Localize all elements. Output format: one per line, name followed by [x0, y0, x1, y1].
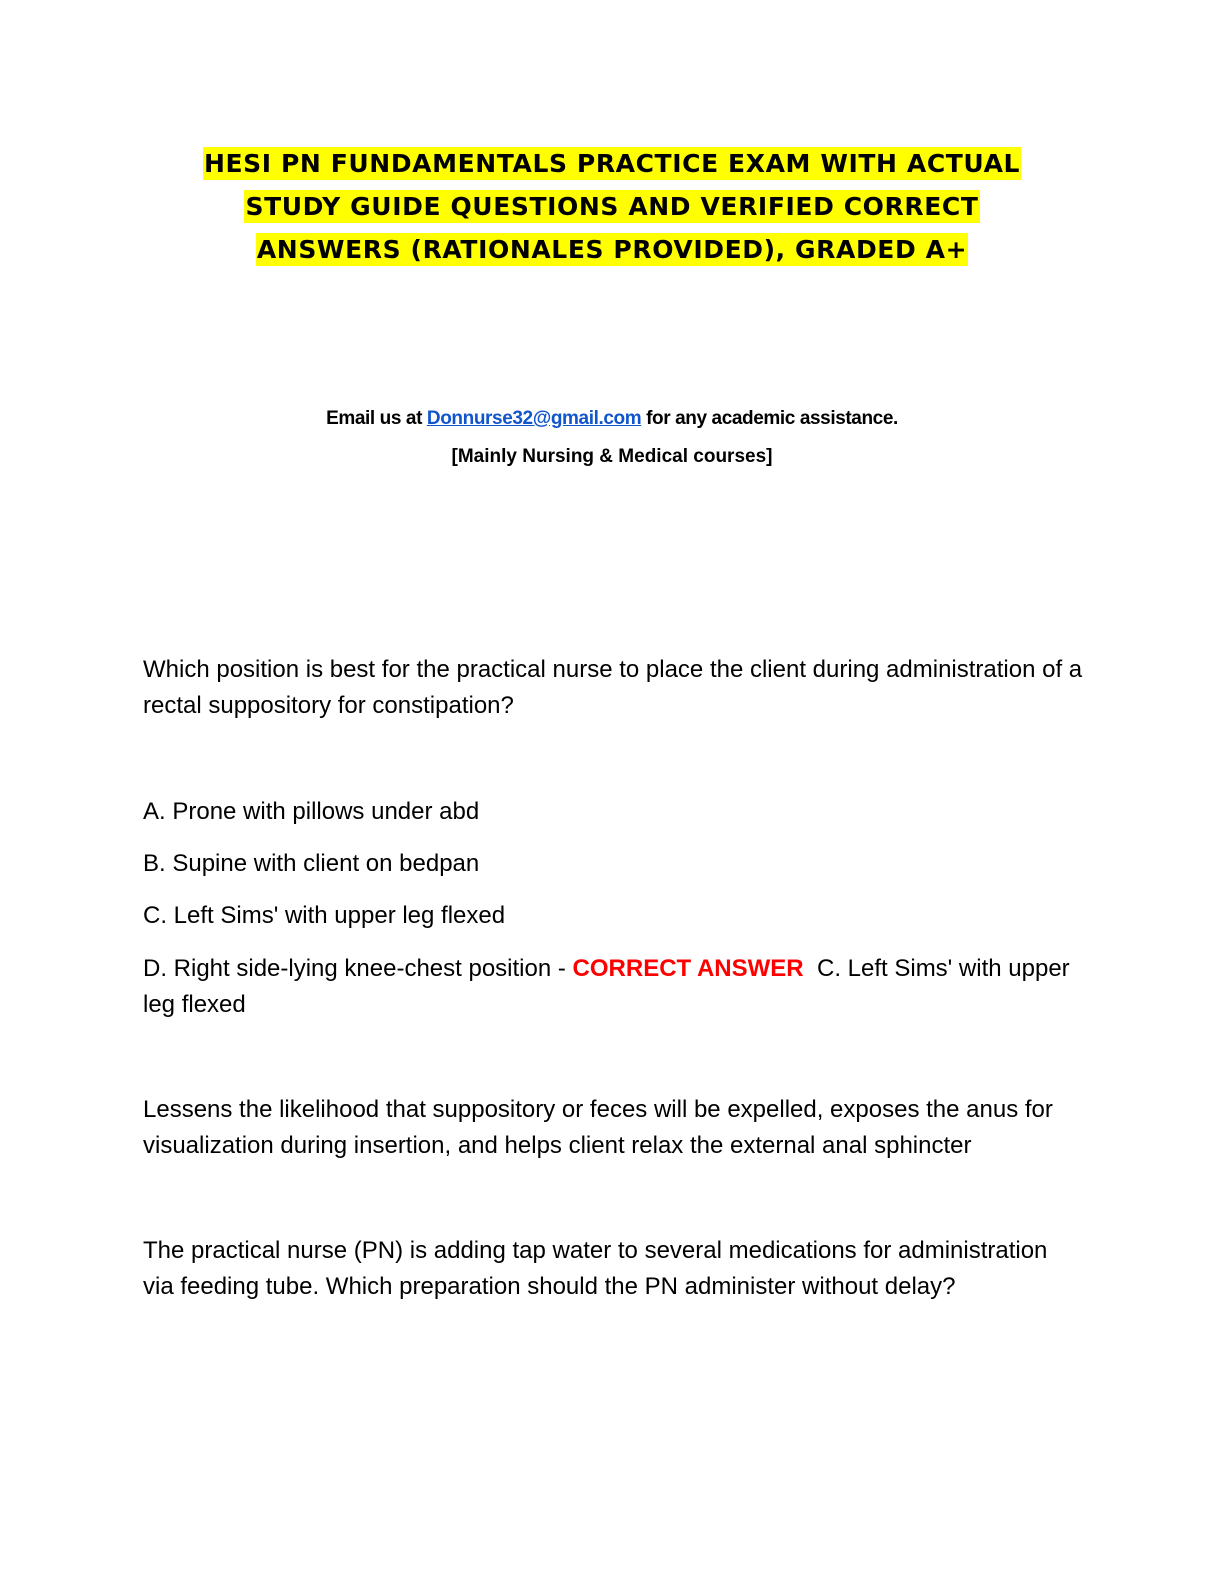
option-d-text: D. Right side-lying knee-chest position … — [143, 955, 566, 982]
title-line-2: STUDY GUIDE QUESTIONS AND VERIFIED CORRE… — [244, 190, 980, 223]
question-1-option-a: A. Prone with pillows under abd — [143, 798, 480, 825]
document-title: HESI PN FUNDAMENTALS PRACTICE EXAM WITH … — [112, 142, 1112, 271]
email-link[interactable]: Donnurse32@gmail.com — [426, 408, 642, 429]
contact-note: [Mainly Nursing & Medical courses] — [451, 446, 773, 467]
question-1-option-d: D. Right side-lying knee-chest position … — [143, 951, 1083, 1023]
question-2-text: The practical nurse (PN) is adding tap w… — [143, 1237, 1048, 1300]
contact-line: Email us at Donnurse32@gmail.com for any… — [0, 408, 1224, 430]
question-1-option-c: C. Left Sims' with upper leg flexed — [143, 902, 506, 929]
contact-suffix: for any academic assistance. — [646, 408, 898, 429]
title-line-3: ANSWERS (RATIONALES PROVIDED), GRADED A+ — [255, 233, 969, 266]
contact-prefix: Email us at — [326, 408, 423, 429]
question-1-rationale: Lessens the likelihood that suppository … — [143, 1096, 1053, 1159]
title-line-1: HESI PN FUNDAMENTALS PRACTICE EXAM WITH … — [202, 147, 1022, 180]
question-1-option-b: B. Supine with client on bedpan — [143, 850, 480, 877]
correct-answer-label: CORRECT ANSWER — [572, 955, 804, 982]
correct-answer-text: C. Left Sims' with upper leg flexed — [143, 955, 1070, 1018]
question-1-text: Which position is best for the practical… — [143, 656, 1083, 719]
